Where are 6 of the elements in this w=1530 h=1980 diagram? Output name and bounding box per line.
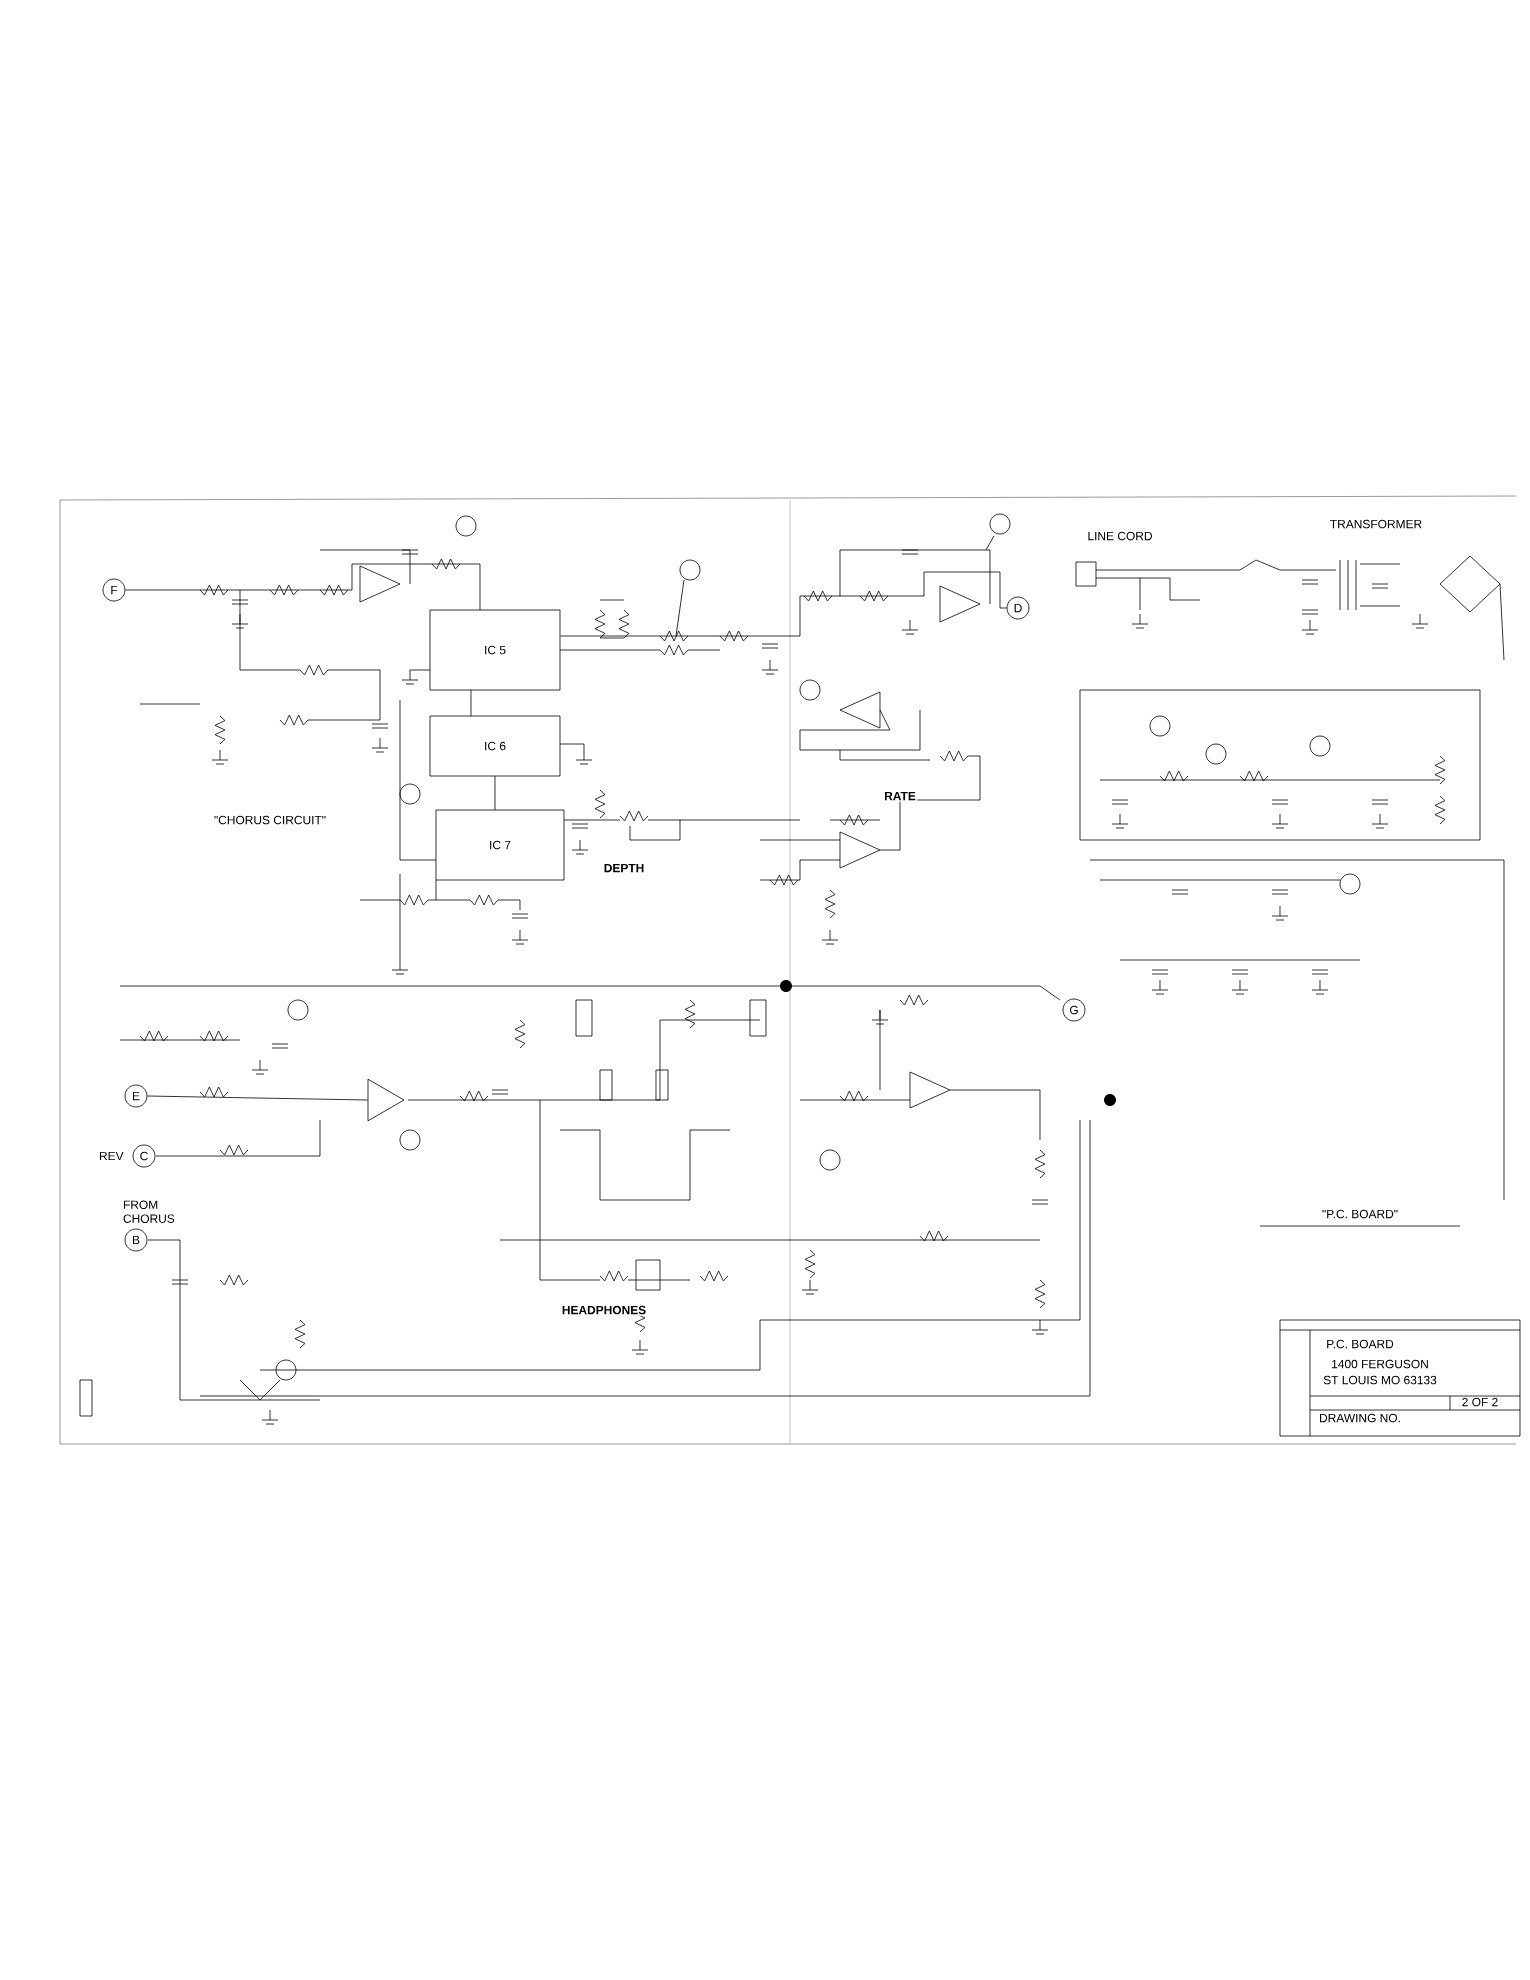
op-amp-symbol — [367, 1078, 405, 1122]
wire — [494, 775, 496, 811]
wire — [147, 1095, 368, 1101]
wire — [470, 689, 472, 717]
wire — [125, 563, 481, 611]
wire — [560, 571, 1007, 637]
